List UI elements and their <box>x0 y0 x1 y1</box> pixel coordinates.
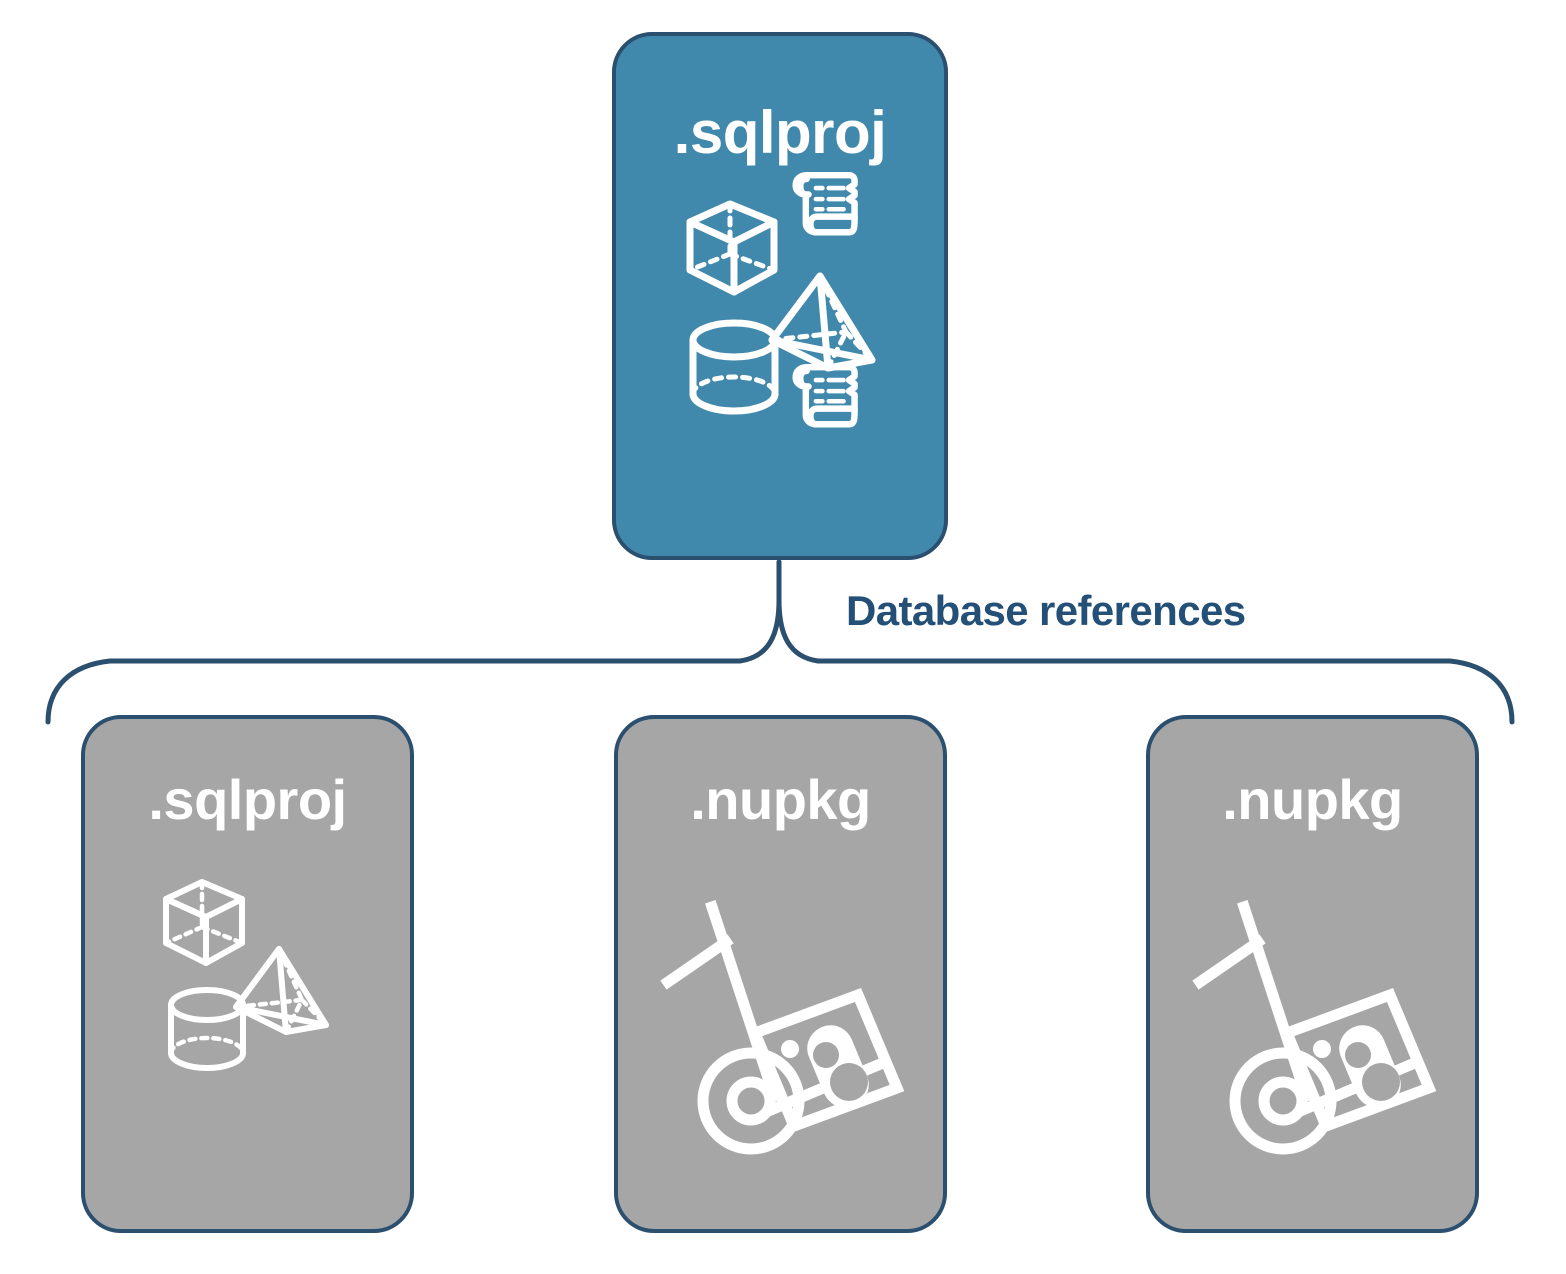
node-artwork-nuget-package <box>1150 869 1475 1155</box>
scroll-icon <box>792 363 858 428</box>
connector-label-database-references: Database references <box>846 587 1246 634</box>
node-title-nupkg-1: .nupkg <box>690 768 871 831</box>
nuget-package-icon <box>747 988 904 1133</box>
cylinder-icon <box>689 319 779 415</box>
node-title-sqlproj-reference: .sqlproj <box>148 768 347 831</box>
node-title-sqlproj-root: .sqlproj <box>673 99 887 166</box>
node-artwork-database-objects <box>85 869 410 1089</box>
node-artwork-nuget-package <box>618 869 943 1155</box>
pyramid-icon <box>768 272 876 372</box>
node-card-sqlproj-reference[interactable]: .sqlproj <box>81 715 414 1233</box>
node-artwork-database-objects <box>616 166 944 436</box>
node-card-nupkg-1[interactable]: .nupkg <box>614 715 947 1233</box>
scroll-icon <box>792 171 858 236</box>
node-title-nupkg-2: .nupkg <box>1222 768 1403 831</box>
cylinder-icon <box>167 987 246 1071</box>
node-card-sqlproj-root[interactable]: .sqlproj <box>612 32 948 560</box>
pyramid-icon <box>232 946 329 1035</box>
cube-icon <box>686 200 778 296</box>
node-card-nupkg-2[interactable]: .nupkg <box>1146 715 1479 1233</box>
cube-icon <box>162 879 245 966</box>
nuget-package-icon <box>1279 988 1436 1133</box>
